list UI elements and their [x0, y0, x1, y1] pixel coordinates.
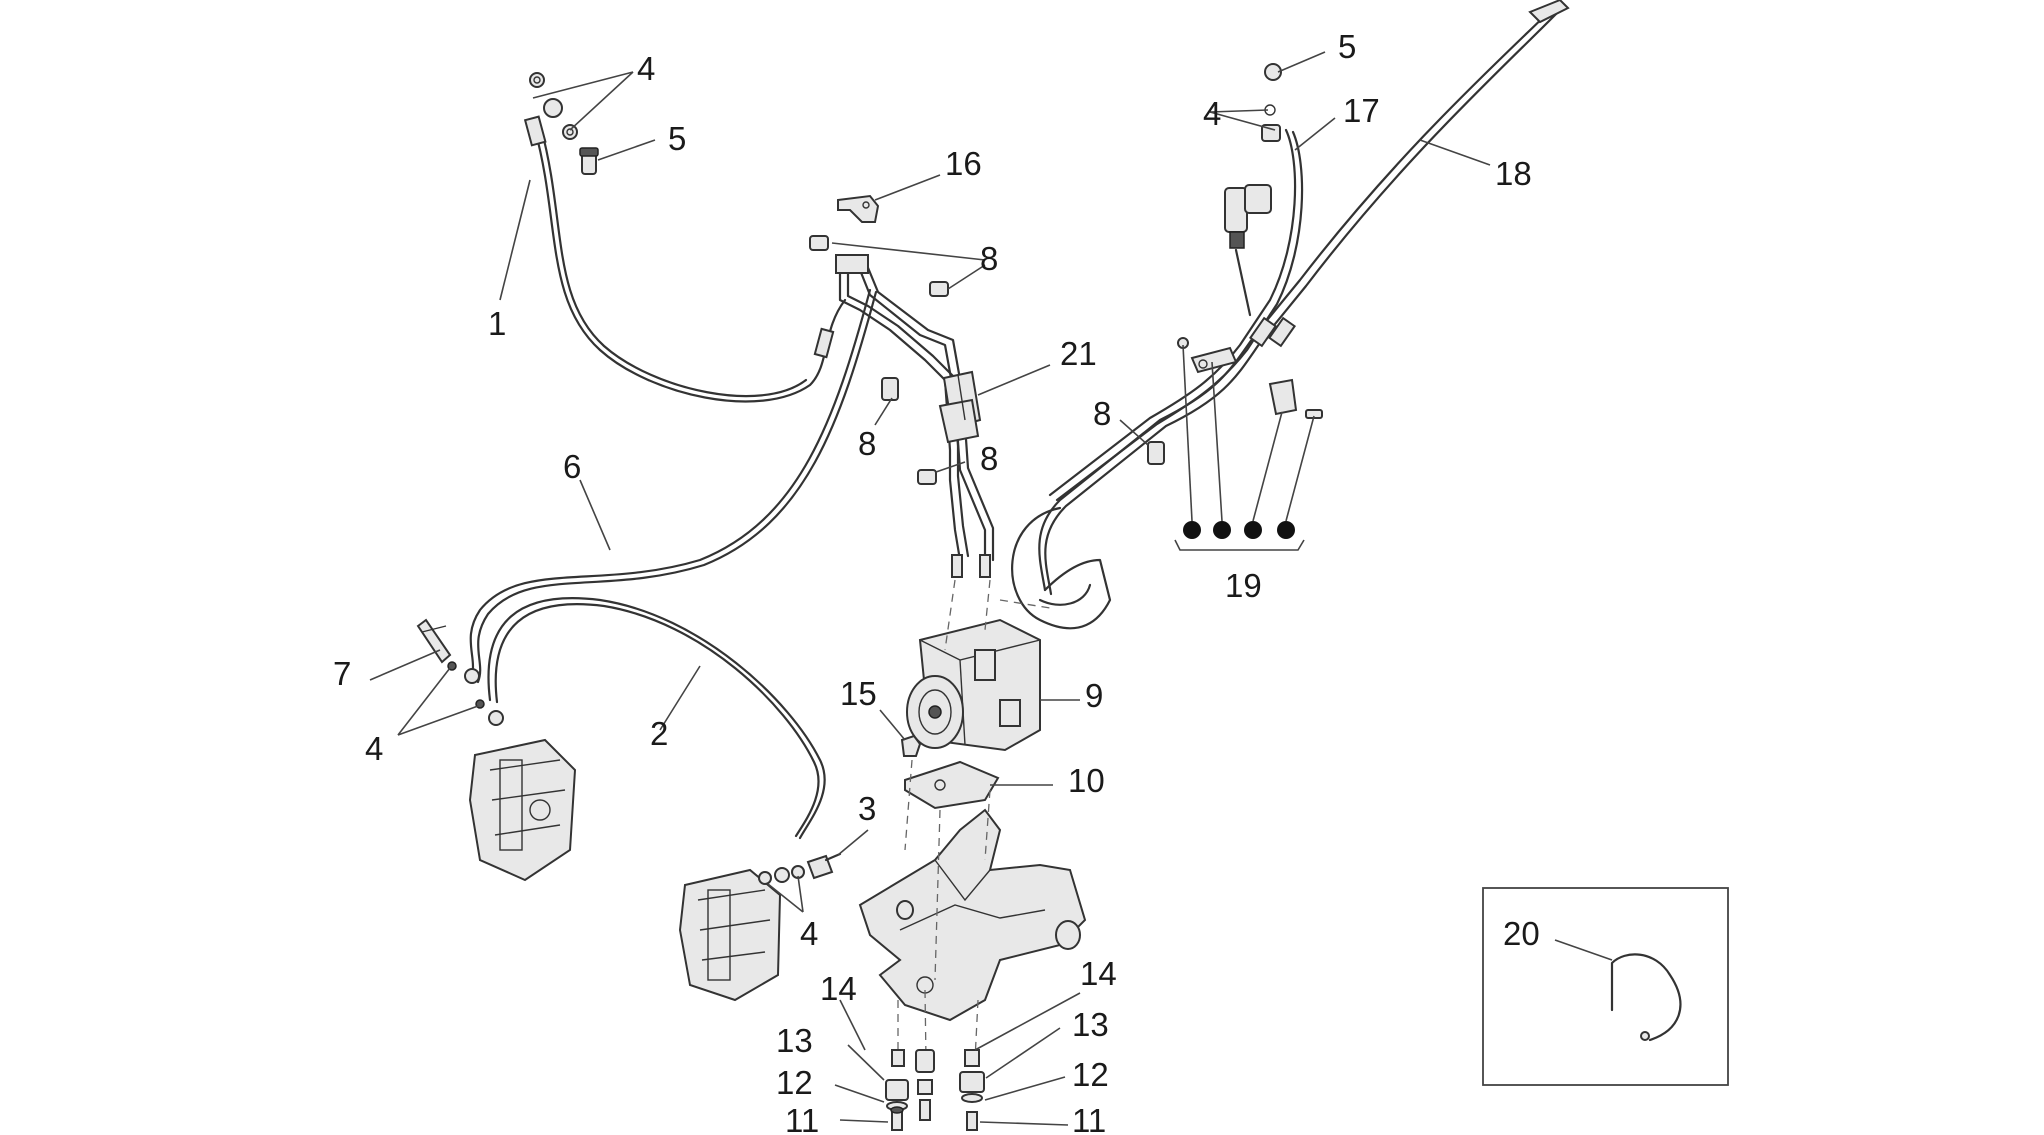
hose-1	[523, 115, 847, 403]
callout-1: 1	[488, 305, 506, 342]
callout-13-right: 13	[1072, 1006, 1109, 1043]
callout-20: 20	[1503, 915, 1540, 952]
callout-8-top: 8	[980, 240, 998, 277]
damper-block-21	[938, 370, 982, 444]
bracket-16	[837, 194, 880, 223]
callout-12-right: 12	[1072, 1056, 1109, 1093]
mounting-plate-10	[904, 760, 1000, 810]
detail-box-20	[1482, 887, 1729, 1086]
callout-8-left: 8	[858, 425, 876, 462]
callout-13-left: 13	[776, 1022, 813, 1059]
rear-master-cylinder-17	[1224, 63, 1282, 317]
callout-9: 9	[1085, 677, 1103, 714]
callout-16: 16	[945, 145, 982, 182]
callout-21: 21	[1060, 335, 1097, 372]
callout-14-left: 14	[820, 970, 857, 1007]
abs-unit-9	[906, 618, 1041, 752]
brake-lines-front	[813, 254, 995, 578]
leader-lines	[369, 51, 1613, 1126]
callout-19: 19	[1225, 567, 1262, 604]
banjo-parts-top-left	[529, 72, 599, 175]
callout-6: 6	[563, 448, 581, 485]
caliper-left	[468, 738, 577, 882]
mounting-stack-middle	[915, 1049, 935, 1121]
nut-15	[900, 734, 922, 757]
callout-4-left: 4	[365, 730, 383, 767]
mounting-stack-left	[885, 1049, 909, 1131]
hose-2	[487, 597, 826, 840]
callout-15: 15	[840, 675, 877, 712]
callout-12-left: 12	[776, 1064, 813, 1101]
callout-4-top-right: 4	[1203, 95, 1221, 132]
brake-lines-rear	[1011, 0, 1570, 630]
callout-labels: 1 2 3 4 4 4 4 5 5 6 7 8 8 8 8 9 10 11 11…	[333, 28, 1540, 1135]
callout-3: 3	[858, 790, 876, 827]
callout-10: 10	[1068, 762, 1105, 799]
callout-2: 2	[650, 715, 668, 752]
bracket-kit-19	[1174, 337, 1323, 551]
abs-bracket	[858, 808, 1087, 1022]
mounting-stack-right	[959, 1049, 985, 1131]
callout-5-left: 5	[668, 120, 686, 157]
callout-4-bottom: 4	[800, 915, 818, 952]
callout-5-right: 5	[1338, 28, 1356, 65]
callout-18: 18	[1495, 155, 1532, 192]
callout-14-right: 14	[1080, 955, 1117, 992]
assembly-guides	[897, 579, 1051, 1061]
callout-11-right: 11	[1072, 1102, 1106, 1135]
clips-8	[809, 235, 1165, 485]
callout-7: 7	[333, 655, 351, 692]
callout-17: 17	[1343, 92, 1380, 129]
callout-8-right: 8	[980, 440, 998, 477]
left-caliper-fittings	[416, 618, 504, 726]
callout-4-top-left: 4	[637, 50, 655, 87]
callout-8-far-right: 8	[1093, 395, 1111, 432]
callout-11-left: 11	[785, 1102, 819, 1135]
hose-6	[468, 288, 878, 684]
